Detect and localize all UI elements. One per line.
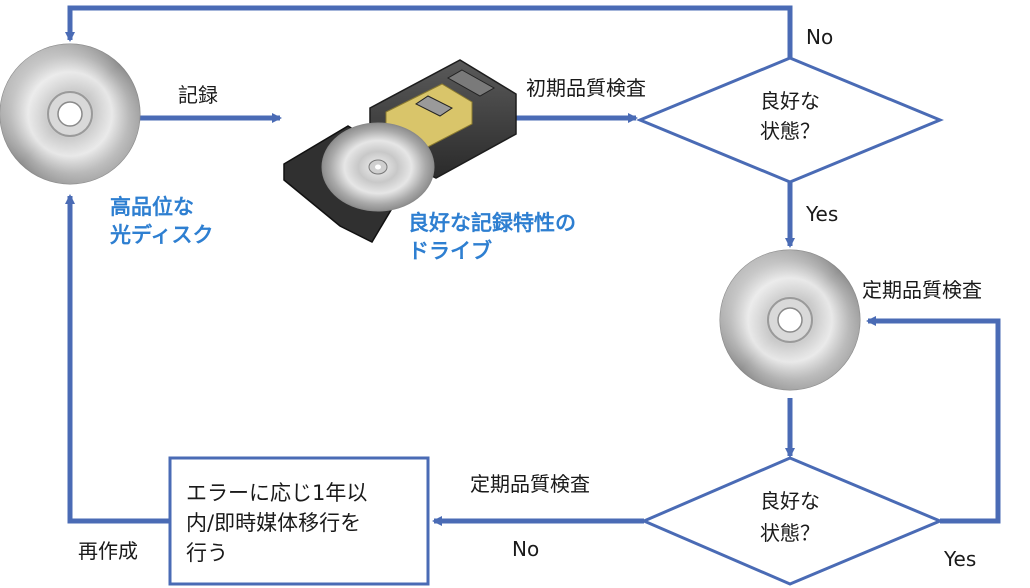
decision-top: 良好な 状態？ — [636, 56, 944, 184]
label-periodic-check-right: 定期品質検査 — [862, 278, 982, 302]
label-periodic-check-bottom: 定期品質検査 — [470, 472, 590, 496]
label-recreate: 再作成 — [78, 539, 138, 563]
label-no-top: No — [806, 25, 833, 49]
decision-bottom-line2: 状態？ — [760, 521, 820, 545]
label-no-bottom: No — [512, 537, 539, 561]
action-box-line1: エラーに応じ1年以 — [186, 481, 367, 505]
decision-bottom: 良好な 状態？ — [640, 456, 944, 586]
arrow-yes-bottom-loop — [866, 316, 1001, 524]
connectors — [65, 5, 1001, 526]
decision-top-line2: 状態？ — [760, 119, 820, 143]
disc-caption-line1: 高品位な — [110, 195, 194, 219]
arrow-no-top-loop — [65, 5, 793, 60]
optical-disc-icon — [719, 249, 861, 391]
arrow-recreate — [65, 194, 170, 524]
drive-caption-line1: 良好な記録特性の — [408, 211, 576, 235]
label-initial-check: 初期品質検査 — [526, 76, 646, 100]
action-box-line3: 行う — [186, 541, 228, 565]
drive-caption-line2: ドライブ — [408, 239, 492, 263]
disc-caption-line2: 光ディスク — [109, 223, 214, 247]
label-yes-mid: Yes — [805, 202, 838, 226]
action-box: エラーに応じ1年以 内/即時媒体移行を 行う — [168, 456, 430, 586]
decision-bottom-line1: 良好な — [760, 489, 820, 513]
label-yes-bottom: Yes — [943, 547, 976, 571]
label-record: 記録 — [178, 83, 218, 107]
optical-disc-icon — [0, 43, 141, 185]
action-box-line2: 内/即時媒体移行を — [186, 511, 361, 535]
decision-top-line1: 良好な — [760, 89, 820, 113]
disc-drive-icon — [283, 59, 517, 243]
